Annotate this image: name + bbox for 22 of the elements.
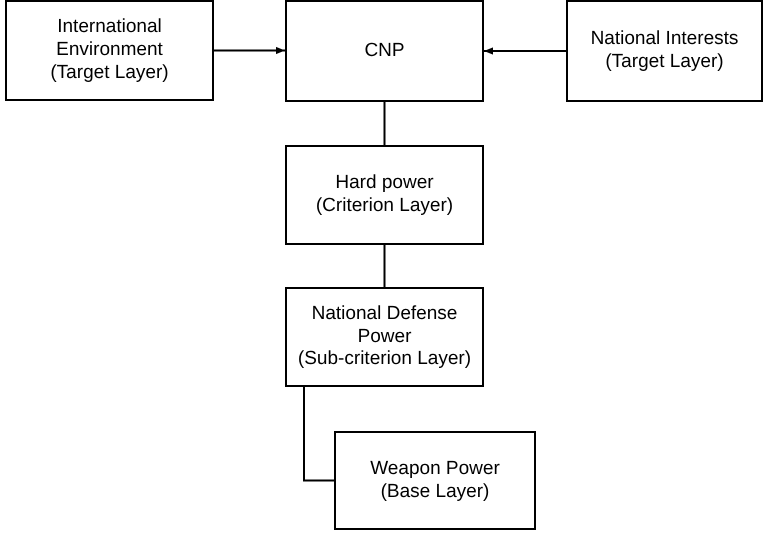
node-label: Weapon Power bbox=[370, 458, 500, 480]
node-label: (Sub-criterion Layer) bbox=[298, 348, 472, 372]
layer-box bbox=[566, 0, 763, 102]
connector-line bbox=[303, 387, 334, 482]
layer-box bbox=[285, 145, 484, 245]
arrow bbox=[484, 47, 566, 55]
node-label: International Environment bbox=[55, 16, 164, 62]
connector-line bbox=[384, 102, 386, 145]
node-label: (Criterion Layer) bbox=[316, 195, 454, 218]
connector-line bbox=[384, 245, 386, 287]
node-label: (Target Layer) bbox=[605, 51, 724, 74]
node-label: National Interests bbox=[590, 28, 738, 51]
layer-box bbox=[334, 431, 536, 530]
layer-box bbox=[285, 287, 484, 387]
layer-box bbox=[285, 0, 484, 102]
layer-box bbox=[5, 0, 214, 101]
arrow bbox=[214, 46, 285, 54]
node-label: CNP bbox=[364, 40, 405, 62]
node-label: National Defense Power bbox=[310, 302, 458, 348]
node-label: (Base Layer) bbox=[380, 480, 490, 504]
node-label: (Target Layer) bbox=[50, 62, 169, 85]
node-label: Hard power bbox=[335, 172, 434, 195]
